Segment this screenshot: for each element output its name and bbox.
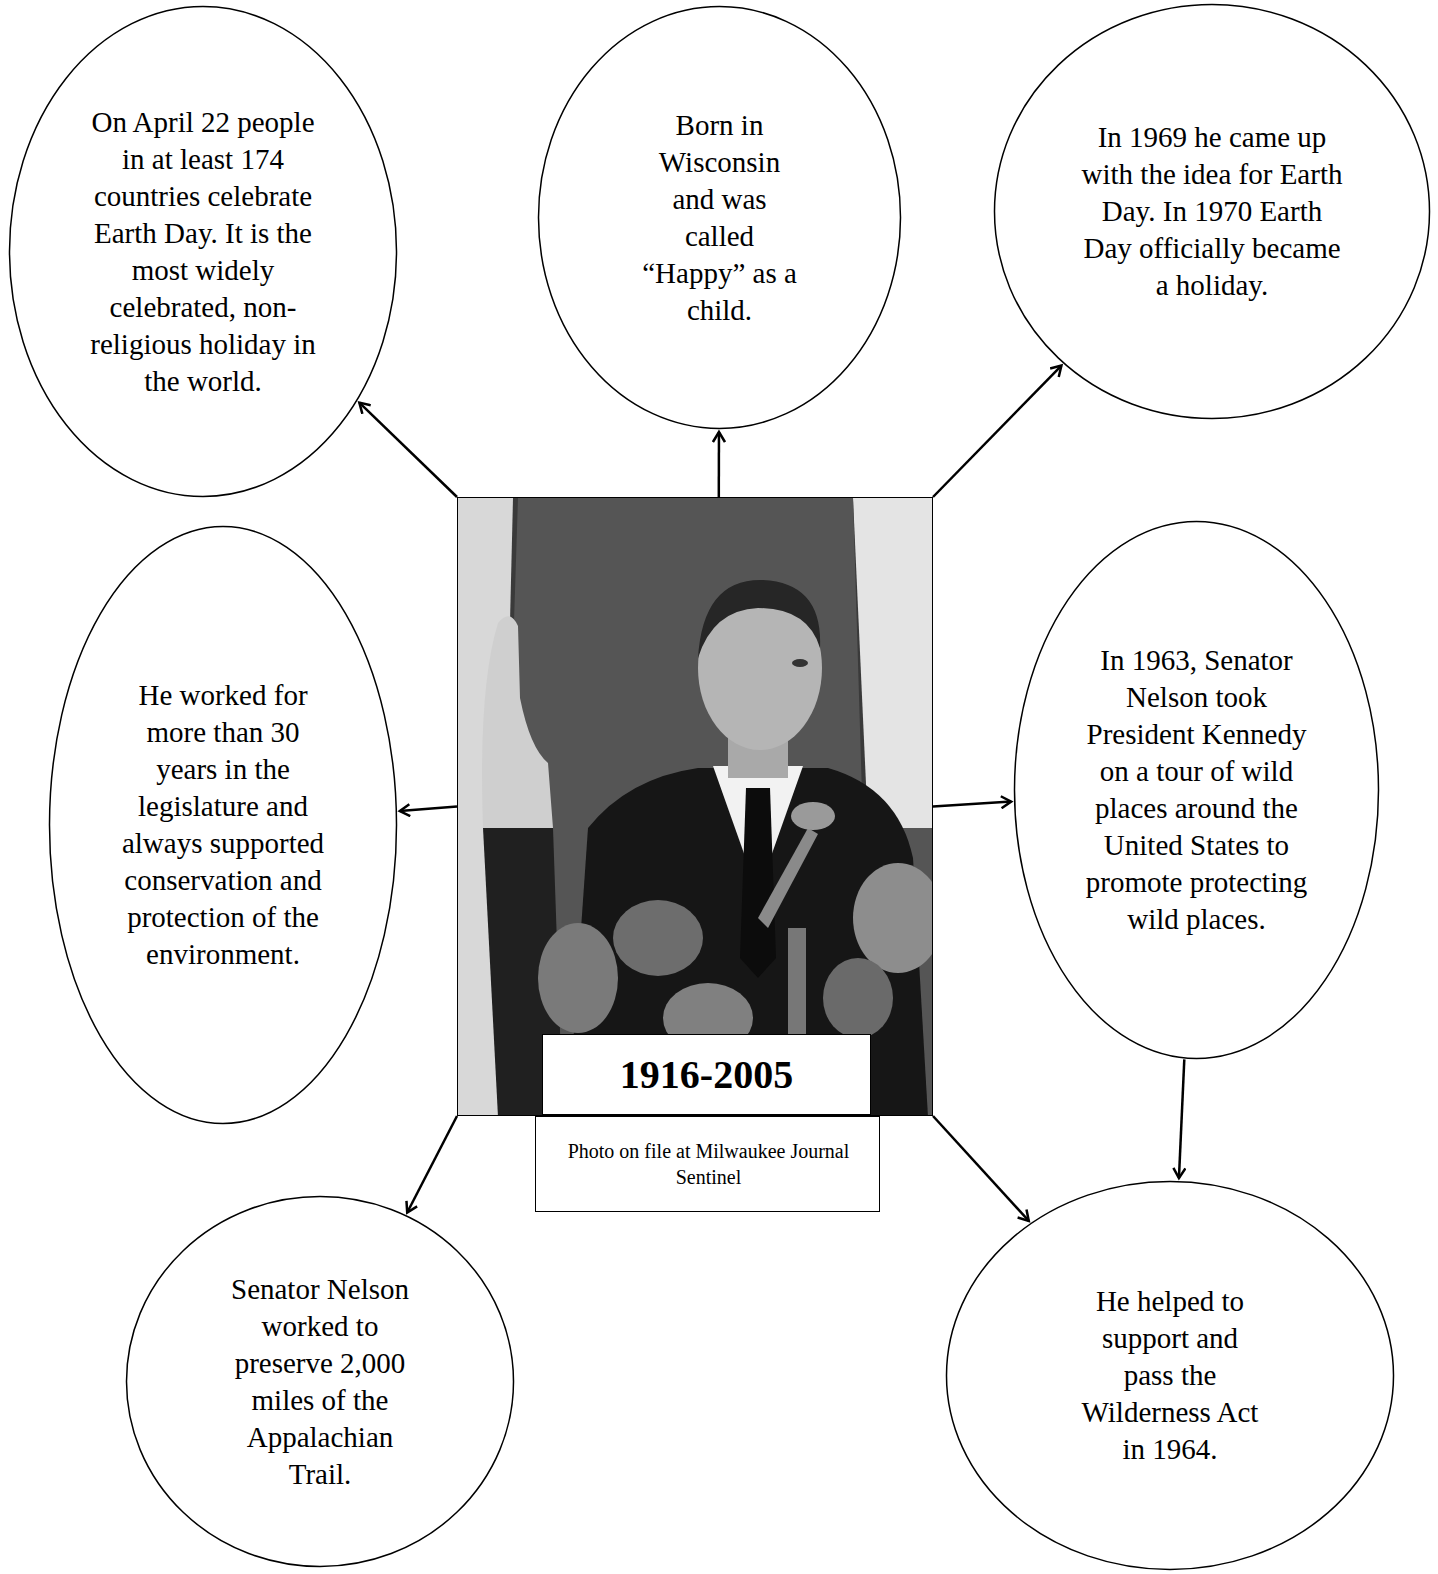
circle-outline-path xyxy=(947,1182,1394,1570)
photo-detail xyxy=(458,498,933,1116)
date-range: 1916-2005 xyxy=(620,1051,793,1098)
portrait-photo xyxy=(458,498,932,1115)
node-text: Born in Wisconsin and was called “Happy”… xyxy=(635,107,805,329)
info-circle: In 1963, Senator Nelson took President K… xyxy=(1013,520,1380,1060)
circle-outline xyxy=(8,5,398,498)
photo-detail xyxy=(853,498,933,828)
node-text: He helped to support and pass the Wilder… xyxy=(1080,1283,1260,1468)
info-circle: On April 22 people in at least 174 count… xyxy=(8,5,398,498)
date-box: 1916-2005 xyxy=(542,1034,871,1115)
photo-detail xyxy=(823,958,893,1038)
photo-detail xyxy=(853,863,933,973)
info-circle: In 1969 he came up with the idea for Ear… xyxy=(993,3,1431,420)
node-text: In 1963, Senator Nelson took President K… xyxy=(1079,642,1314,938)
circle-outline-path xyxy=(995,5,1430,419)
circle-outline xyxy=(48,525,398,1125)
caption-box: Photo on file at Milwaukee Journal Senti… xyxy=(535,1116,880,1212)
photo-detail xyxy=(538,923,618,1033)
circle-outline-path xyxy=(1015,522,1379,1059)
node-text: In 1969 he came up with the idea for Ear… xyxy=(1080,119,1345,304)
arrow-connector xyxy=(933,802,1011,807)
photo-detail xyxy=(698,580,820,658)
circle-outline xyxy=(125,1195,515,1568)
circle-outline-path xyxy=(539,7,901,429)
circle-outline xyxy=(537,5,902,430)
arrow-connector xyxy=(718,432,721,497)
arrow-connector xyxy=(407,1116,457,1212)
node-text: On April 22 people in at least 174 count… xyxy=(78,104,328,400)
portrait-frame: 1916-2005 xyxy=(457,497,933,1116)
node-text: He worked for more than 30 years in the … xyxy=(116,677,331,973)
arrow-connector xyxy=(933,366,1061,497)
arrow-connector xyxy=(359,403,457,497)
node-text: Senator Nelson worked to preserve 2,000 … xyxy=(215,1271,425,1493)
photo-detail xyxy=(613,900,703,976)
photo-detail xyxy=(792,659,808,667)
photo-detail xyxy=(791,802,835,830)
circle-outline xyxy=(1013,520,1380,1060)
circle-outline-path xyxy=(10,7,397,497)
arrow-connector xyxy=(1179,1059,1184,1178)
info-circle: He helped to support and pass the Wilder… xyxy=(945,1180,1395,1571)
info-circle: He worked for more than 30 years in the … xyxy=(48,525,398,1125)
photo-detail xyxy=(498,498,933,1116)
arrow-connector xyxy=(400,807,457,812)
info-circle: Born in Wisconsin and was called “Happy”… xyxy=(537,5,902,430)
node-text: Photo on file at Milwaukee Journal Senti… xyxy=(549,1138,869,1190)
circle-outline-path xyxy=(50,527,397,1124)
photo-detail xyxy=(740,788,776,978)
photo-detail xyxy=(758,828,818,928)
photo-detail xyxy=(482,616,553,828)
info-circle: Senator Nelson worked to preserve 2,000 … xyxy=(125,1195,515,1568)
arrow-connector xyxy=(933,1116,1029,1221)
circle-outline-path xyxy=(127,1197,514,1567)
